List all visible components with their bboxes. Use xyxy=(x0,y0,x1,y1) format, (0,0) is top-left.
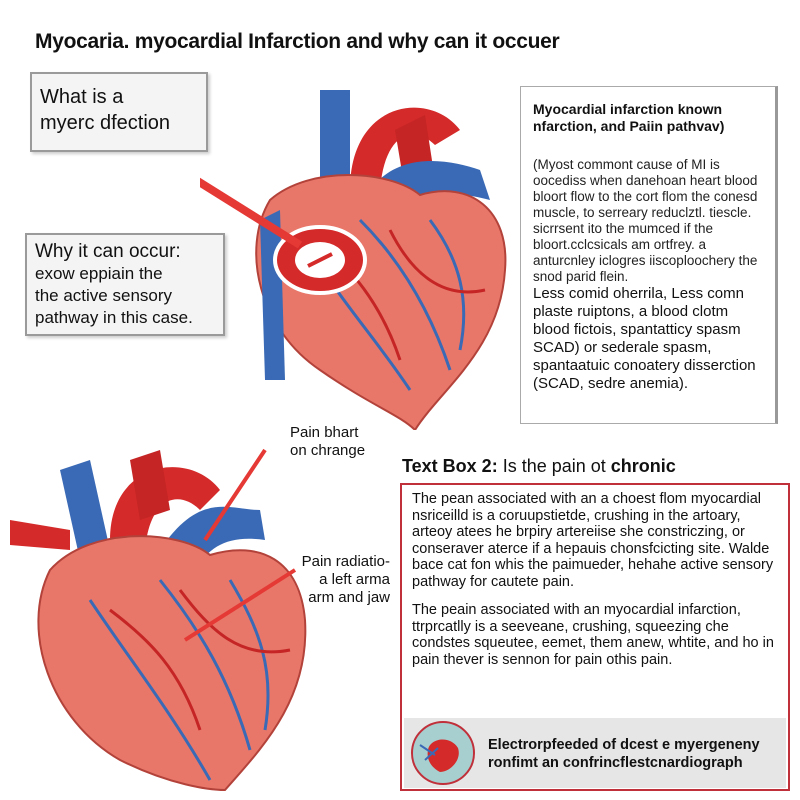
right-para-1: (Myost commont cause of MI is oocediss w… xyxy=(533,157,758,284)
ecg-caption: Electrorpfeeded of dcest e myergeneny ro… xyxy=(488,736,760,772)
why-line-2: the active sensory xyxy=(35,286,173,305)
ecg-line-2: ronfimt an confrincflestcnardiograph xyxy=(488,755,743,771)
why-line-3: pathway in this case. xyxy=(35,308,193,327)
heart-illustration-top xyxy=(200,90,507,430)
right-info-box: Myocardial infarction known nfarction, a… xyxy=(520,86,778,424)
right-para-2: Less comid oherrila, Less comn plaste ru… xyxy=(533,285,756,392)
why-occur-callout: Why it can occur: exow eppiain the the a… xyxy=(25,233,225,336)
radiation-line-2: a left arma xyxy=(319,571,390,588)
what-line-2: myerc dfection xyxy=(40,112,171,134)
right-heading-2: nfarction, and Paiin pathvav) xyxy=(533,118,725,134)
ecg-line-1: Electrorpfeeded of dcest e myergeneny xyxy=(488,737,760,753)
what-is-callout: What is a myerc dfection xyxy=(30,72,208,152)
right-heading-1: Myocardial infarction known xyxy=(533,101,723,117)
text-box-2-para-1: The pean associated with an a choest flo… xyxy=(412,491,774,590)
text-box-2-para-2: The peain associated with an myocardial … xyxy=(412,602,774,668)
radiation-line-1: Pain radiatio- xyxy=(301,553,390,570)
right-box-heading: Myocardial infarction known nfarction, a… xyxy=(533,101,763,135)
heart-illustration-bottom xyxy=(10,448,307,792)
heart-thumbnail-icon xyxy=(411,721,475,785)
why-line-1: exow eppiain the xyxy=(35,264,163,283)
page-title: Myocaria. myocardial Infarction and why … xyxy=(35,30,560,53)
text-box-2-heading-rest: Is the pain ot xyxy=(502,456,606,476)
what-line-1: What is a xyxy=(40,86,124,108)
text-box-2-heading: Text Box 2: Is the pain ot chronic xyxy=(402,456,676,477)
pain-chart-line-2: on chrange xyxy=(290,442,366,459)
text-box-2-heading-end: chronic xyxy=(610,456,676,476)
why-heading: Why it can occur: xyxy=(35,241,181,262)
pain-chart-line-1: Pain bhart xyxy=(290,424,359,441)
pain-radiation-label: Pain radiatio- a left arma arm and jaw xyxy=(290,553,390,607)
text-box-2-heading-bold: Text Box 2: xyxy=(402,456,498,476)
radiation-line-3: arm and jaw xyxy=(308,589,390,606)
pain-chart-label: Pain bhart on chrange xyxy=(290,424,365,460)
ecg-strip: Electrorpfeeded of dcest e myergeneny ro… xyxy=(404,718,786,788)
